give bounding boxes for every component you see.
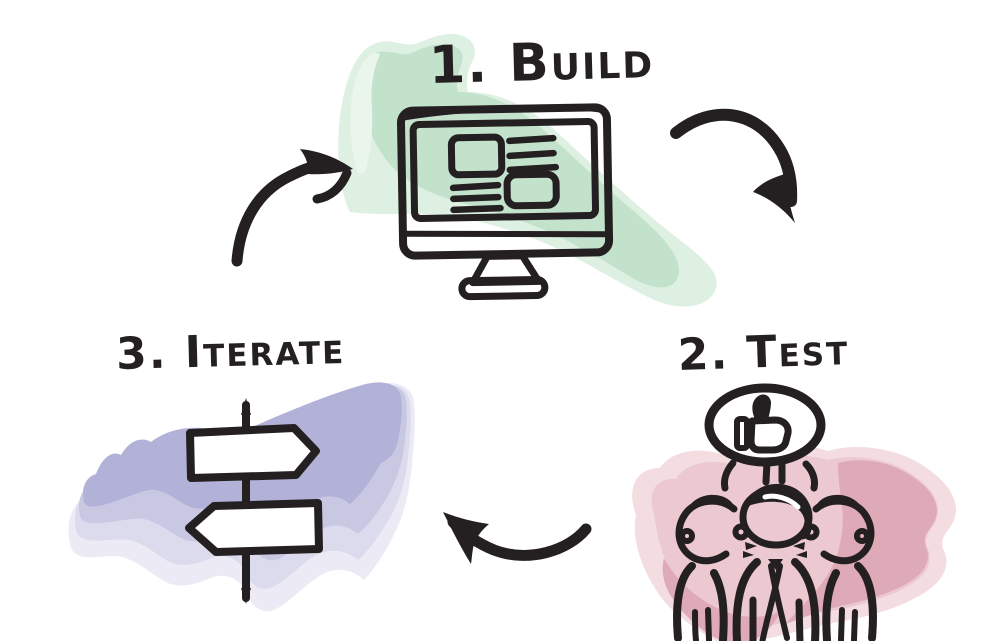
person-right-hair [816, 494, 864, 513]
hair-highlight [762, 493, 801, 510]
person-center-shoulder [732, 558, 761, 641]
person-center-sideburn [799, 512, 813, 540]
sign-arrow-left [185, 499, 323, 556]
step-iterate-label: 3. Iterate [115, 323, 345, 380]
person-right-lips [796, 551, 807, 558]
sign-arrow-right [186, 424, 320, 482]
person-left-lips [743, 551, 754, 558]
signpost-post-top-tip [241, 398, 251, 415]
person-right [793, 494, 877, 641]
person-center-torso-line [795, 598, 804, 641]
tie-tail [759, 563, 783, 641]
wireframe-text-line [449, 181, 502, 192]
person-left-torso-line [705, 607, 712, 641]
person-left-shoulder [710, 569, 728, 641]
arrow-head-hook [312, 168, 352, 204]
thumbs-up-bubble-icon [704, 383, 826, 492]
monitor-screen [409, 118, 600, 222]
thumb-fist [747, 416, 792, 454]
arrow-head [753, 174, 795, 223]
person-left-torso-line [692, 609, 699, 641]
step-test-label: 2. Test [677, 324, 850, 381]
emphasis-mark-mid1 [762, 458, 771, 486]
person-right-torso-line [838, 607, 845, 641]
step-iterate: 3. Iterate [68, 323, 415, 612]
step-build-label: 1. Build [428, 30, 655, 96]
person-left-hair [686, 494, 734, 513]
thumbs-up-icon [734, 394, 792, 454]
signpost-icon [185, 398, 323, 604]
person-center-shoulder [791, 558, 820, 641]
user-group-icon [673, 483, 877, 641]
thumb-wrist [734, 416, 750, 451]
wireframe-text-line [506, 149, 557, 160]
person-right-shoulder [822, 569, 840, 641]
wireframe-image-box [503, 170, 560, 210]
blob-green-mid [358, 44, 680, 288]
person-left-lips [745, 542, 757, 550]
tie-knot [768, 559, 783, 570]
person-center-ear [732, 523, 750, 541]
person-left-shoulder [673, 562, 696, 641]
screen-wireframe [447, 133, 560, 214]
person-center [732, 483, 820, 641]
tie-tail [768, 563, 790, 641]
emphasis-marks [721, 457, 818, 492]
wireframe-image-box [447, 133, 506, 179]
step-build: 1. Build [338, 30, 717, 307]
arrow-shaft [231, 161, 318, 267]
wireframe-text-line [506, 163, 560, 174]
wireframe-text-line [450, 204, 504, 214]
monitor-icon [396, 103, 614, 301]
monitor-base [458, 275, 549, 301]
wireframe-text-line [450, 193, 502, 203]
person-right-ear [854, 528, 870, 544]
step-test: 2. Test [632, 324, 957, 641]
watercolor-blob-purple [68, 382, 415, 612]
arrow-iterate-to-build [231, 149, 353, 267]
signpost-post-bottom-tip [241, 588, 251, 604]
monitor-bezel-line [401, 230, 610, 238]
blob-green-highlight [350, 52, 380, 175]
thumb-up [752, 394, 771, 421]
person-center-hair [746, 483, 812, 528]
arrow-build-to-test [670, 108, 798, 223]
emphasis-mark-right [802, 460, 818, 492]
arrow-test-to-iterate [443, 512, 592, 564]
person-right-torso-line [851, 609, 858, 641]
person-left [673, 494, 757, 641]
wireframe-text-line [506, 134, 557, 145]
person-left-ear [679, 528, 695, 544]
person-right-shoulder [854, 562, 877, 641]
emphasis-mark-left [721, 459, 737, 492]
monitor-frame-sketch-line [402, 104, 605, 121]
arrow-head [300, 149, 353, 175]
arrow-shaft [670, 108, 798, 207]
arrow-head [443, 512, 489, 564]
person-right-lips [793, 542, 805, 550]
